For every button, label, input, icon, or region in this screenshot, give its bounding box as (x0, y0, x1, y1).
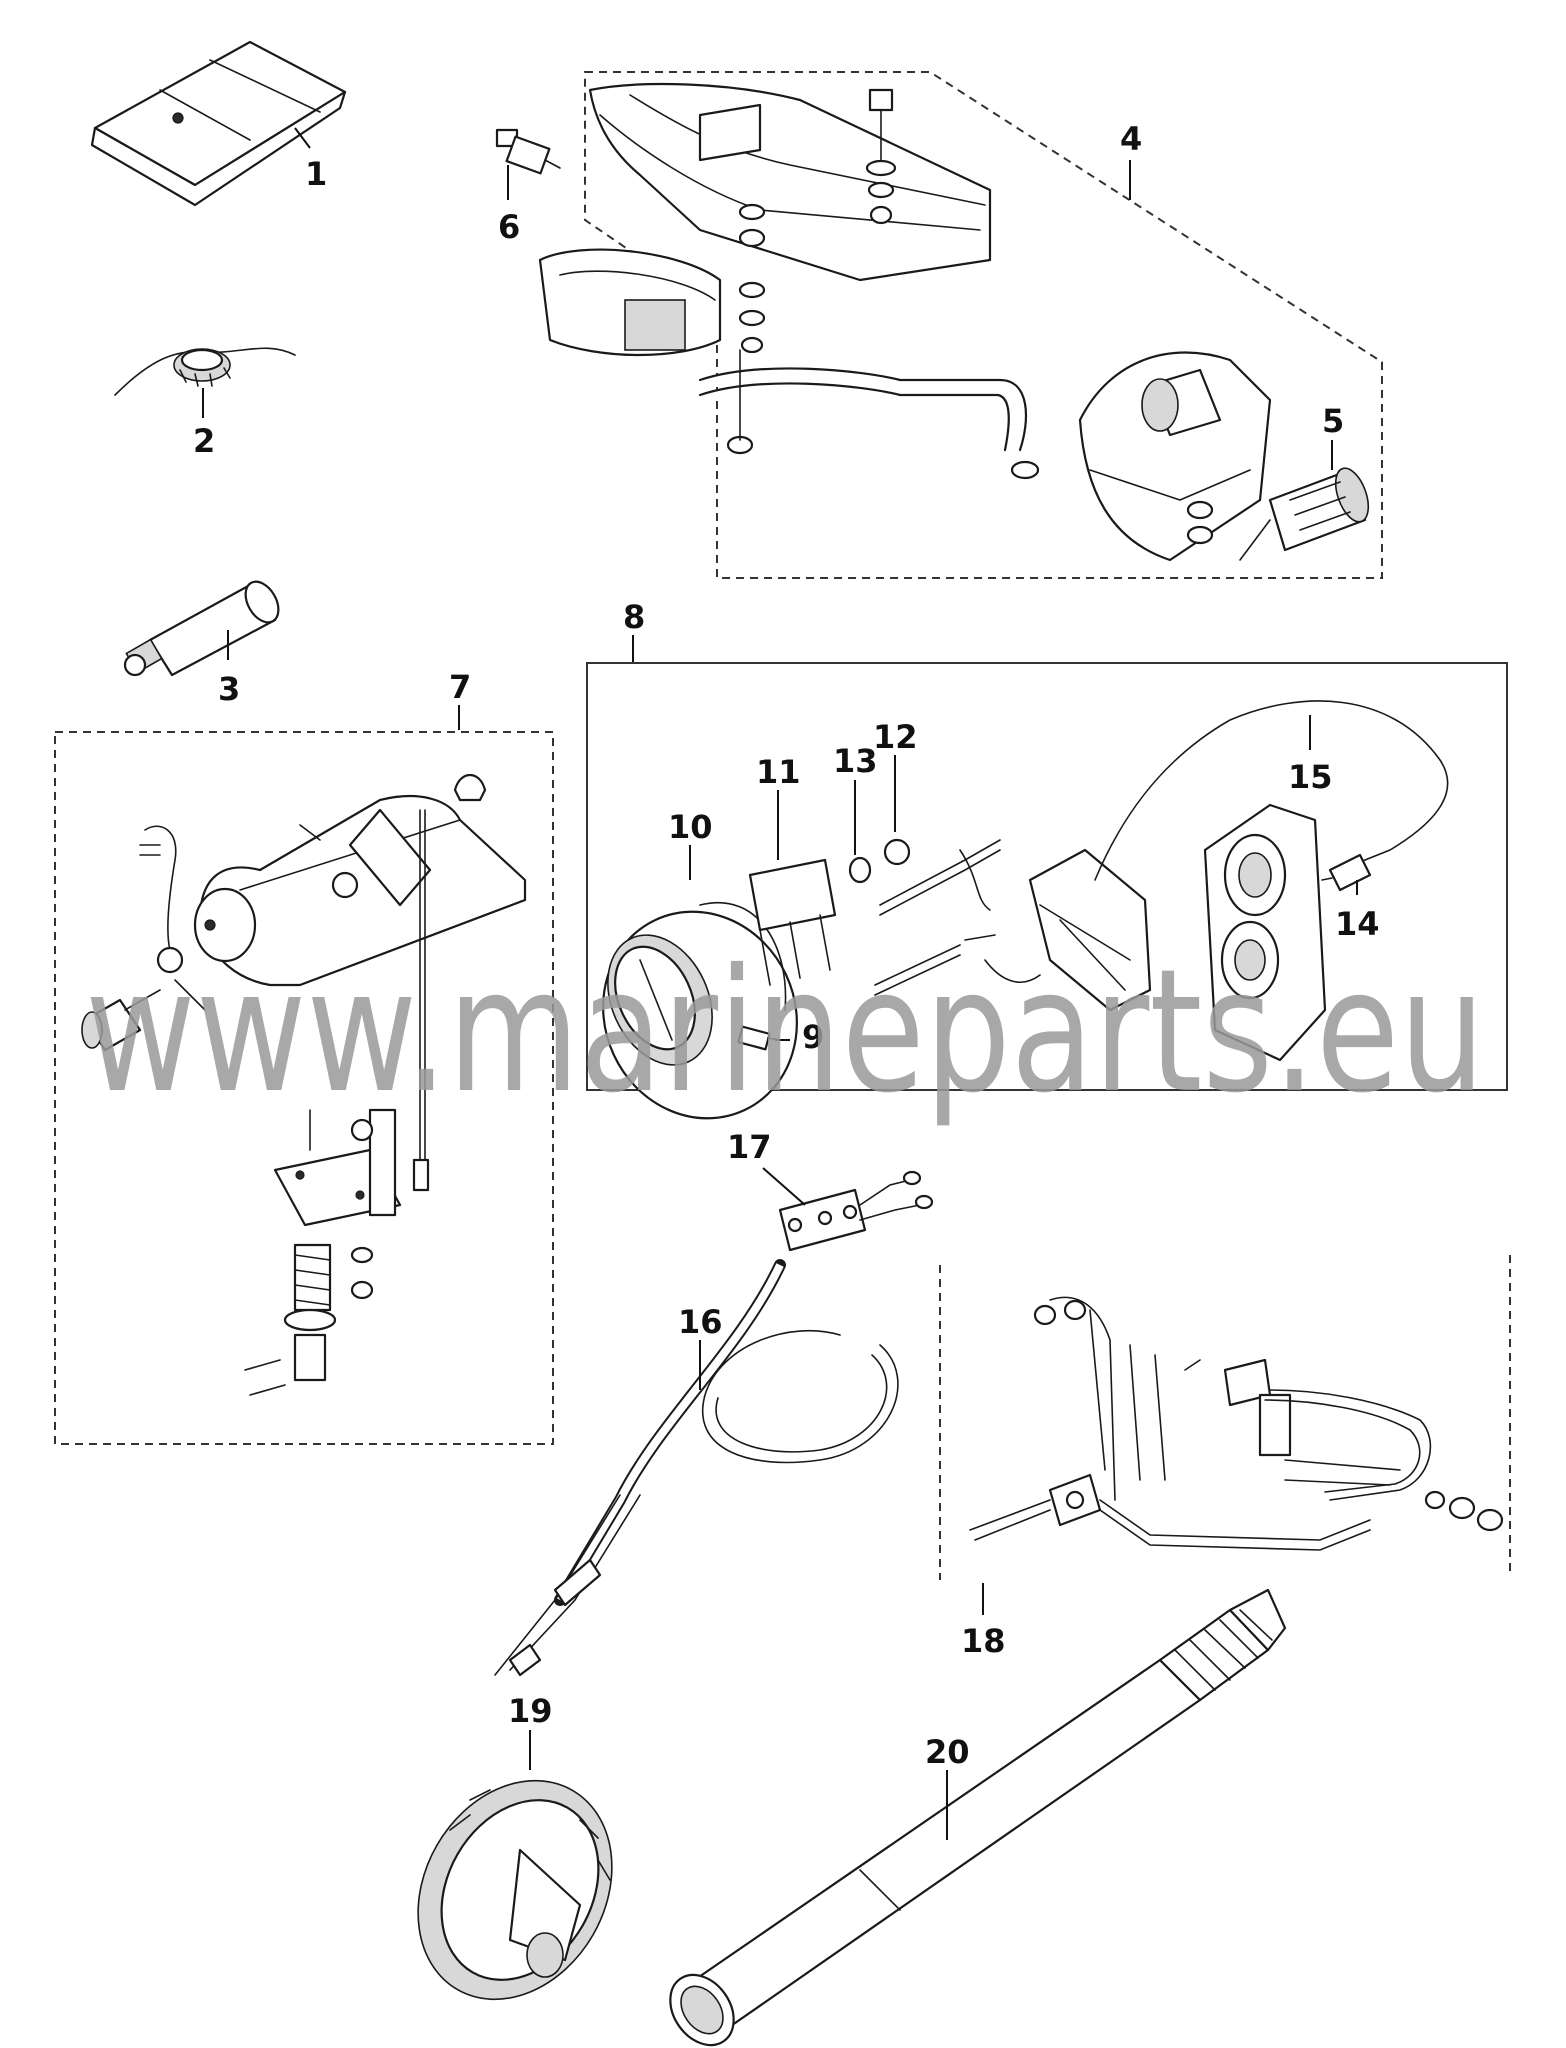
part-1-pouch (90, 40, 347, 207)
group-8-box (586, 662, 1508, 1091)
label-20: 20 (925, 1733, 970, 1771)
label-7: 7 (449, 668, 471, 706)
part-18-harness (969, 1296, 1504, 1551)
label-1: 1 (305, 155, 327, 193)
part-10-gauge (602, 902, 798, 1120)
label-3: 3 (218, 670, 240, 708)
label-6: 6 (498, 208, 520, 246)
part-17-connector (778, 1170, 934, 1252)
part-9-bulb (737, 1025, 781, 1051)
group-7-box (54, 731, 554, 1445)
part-3-filter (123, 580, 280, 677)
part-19-cap (417, 1779, 613, 2001)
part-7-tiller-kit (81, 773, 527, 1396)
label-9: 9 (802, 1018, 824, 1056)
label-14: 14 (1335, 905, 1380, 943)
watermark-text: www.marineparts.eu (85, 933, 1485, 1131)
label-8: 8 (623, 598, 645, 636)
label-12: 12 (873, 718, 918, 756)
part-8-gauge-kit (602, 700, 1449, 1120)
label-4: 4 (1120, 120, 1142, 158)
part-15-cable (1094, 700, 1449, 881)
leader-17 (762, 1167, 806, 1206)
label-15: 15 (1288, 758, 1333, 796)
label-17: 17 (727, 1128, 772, 1166)
label-19: 19 (508, 1692, 553, 1730)
label-2: 2 (193, 422, 215, 460)
label-16: 16 (678, 1303, 723, 1341)
part-20-shaft (669, 1588, 1287, 2047)
part-14-connector (1321, 853, 1372, 892)
part-6-fitting (495, 128, 561, 175)
part-16-hose (494, 1259, 899, 1677)
part-4-bracket-assembly (538, 82, 1272, 562)
label-11: 11 (756, 753, 801, 791)
group-18-bracket (939, 1255, 1511, 1580)
label-18: 18 (961, 1622, 1006, 1660)
label-13: 13 (833, 742, 878, 780)
label-10: 10 (668, 808, 713, 846)
label-5: 5 (1322, 402, 1344, 440)
leader-1 (294, 127, 311, 149)
part-11-bracket (748, 858, 837, 986)
part-13-nut (848, 856, 872, 884)
group-4-box (584, 71, 1383, 579)
part-5-knob (1268, 467, 1370, 552)
part-2-grommet (114, 347, 296, 396)
coil-plate (1203, 803, 1327, 1062)
part-12-washer (883, 838, 911, 866)
